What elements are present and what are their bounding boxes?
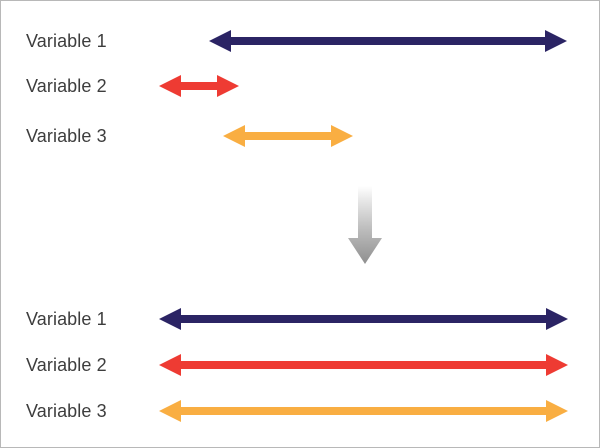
arrow-shape (159, 75, 239, 97)
top-variable-1-arrow (209, 30, 567, 52)
transition-down-arrow (348, 186, 382, 264)
bottom-variable-3-label: Variable 3 (26, 401, 107, 421)
bottom-variable-1-label: Variable 1 (26, 309, 107, 329)
top-variable-3-label: Variable 3 (26, 126, 107, 146)
bottom-variable-2-label: Variable 2 (26, 355, 107, 375)
top-variable-3-arrow (223, 125, 353, 147)
top-variable-2-label: Variable 2 (26, 76, 107, 96)
bottom-variable-1-arrow (159, 308, 568, 330)
down-arrow-shape (348, 186, 382, 264)
bottom-variable-2-arrow (159, 354, 568, 376)
arrow-shape (209, 30, 567, 52)
arrow-shape (159, 308, 568, 330)
arrow-shape (223, 125, 353, 147)
arrow-shape (159, 400, 568, 422)
top-variable-1-label: Variable 1 (26, 31, 107, 51)
top-variable-2-arrow (159, 75, 239, 97)
bottom-variable-3-arrow (159, 400, 568, 422)
arrow-shape (159, 354, 568, 376)
